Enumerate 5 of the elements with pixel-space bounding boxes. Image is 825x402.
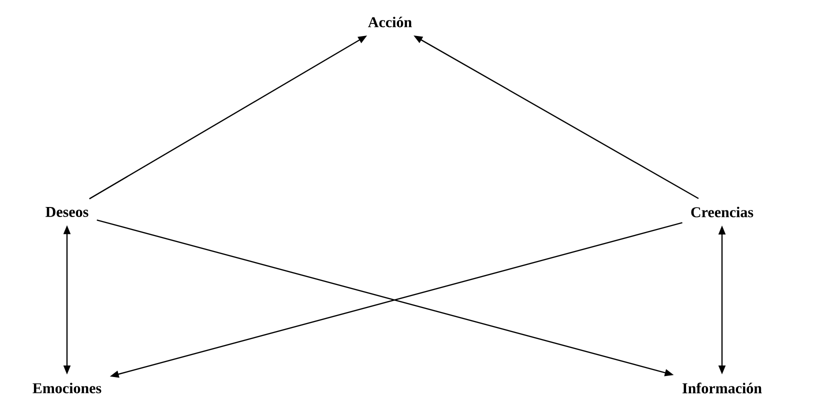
node-label: Acción xyxy=(368,16,412,28)
node-label: Información xyxy=(682,382,762,394)
node-label: Creencias xyxy=(691,206,754,218)
node-label: Emociones xyxy=(32,382,102,394)
node-label: Deseos xyxy=(46,207,88,217)
